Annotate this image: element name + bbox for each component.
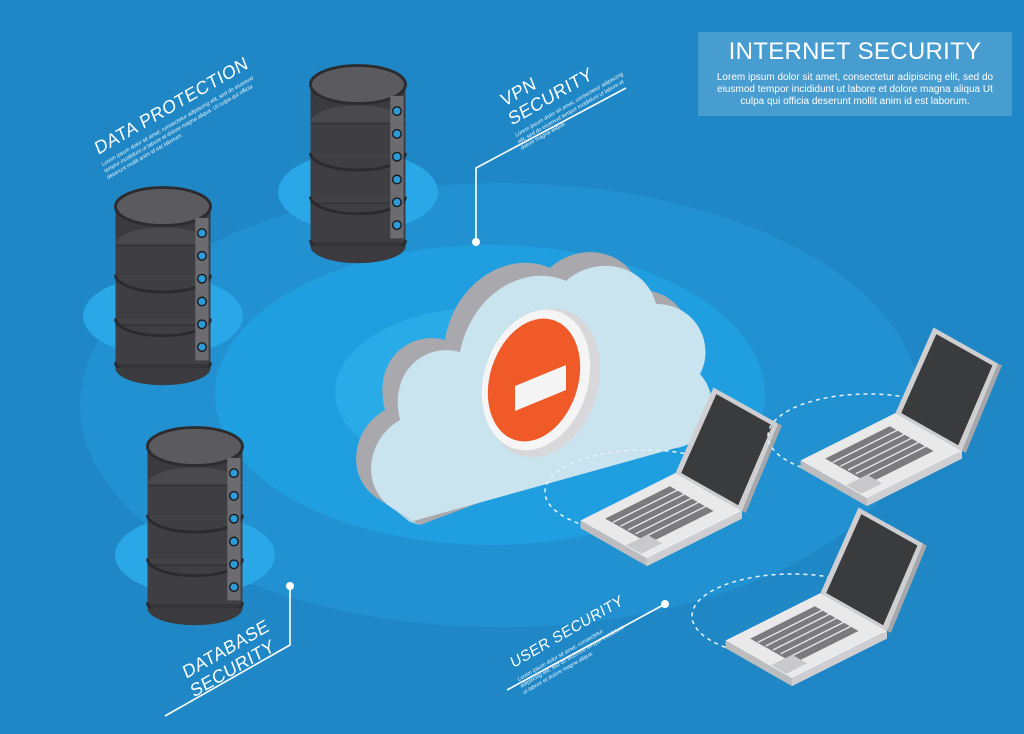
block-sign-icon bbox=[481, 308, 601, 458]
title-description: Lorem ipsum dolor sit amet, consectetur … bbox=[716, 72, 994, 107]
connector-dot bbox=[472, 238, 480, 246]
server-icon bbox=[146, 426, 244, 627]
connector-lines bbox=[164, 87, 666, 717]
server-icon bbox=[114, 186, 212, 387]
server-icon bbox=[309, 64, 407, 265]
connector-dot bbox=[661, 600, 669, 608]
title-panel: INTERNET SECURITY Lorem ipsum dolor sit … bbox=[698, 32, 1012, 116]
connector-dot bbox=[286, 582, 294, 590]
page-title: INTERNET SECURITY bbox=[728, 38, 982, 65]
